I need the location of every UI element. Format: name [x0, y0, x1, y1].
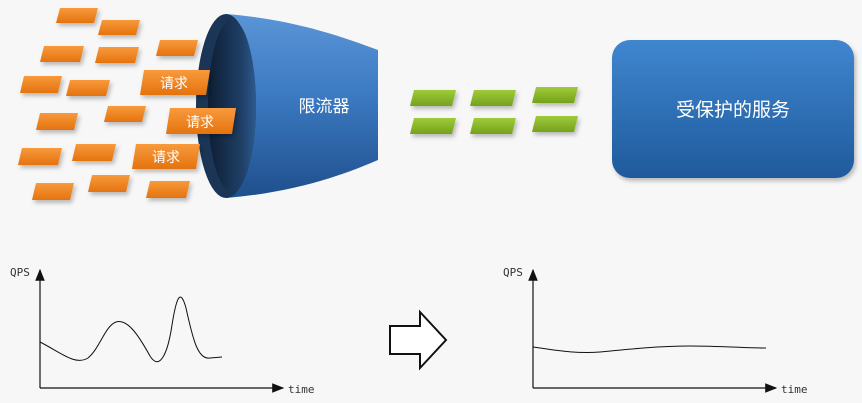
limiter-label: 限流器	[299, 97, 350, 117]
funnel-body	[226, 14, 378, 198]
request-block	[146, 181, 190, 198]
labeled-requests: 请求 请求 请求	[132, 70, 236, 169]
request-block	[66, 80, 110, 96]
passed-block	[532, 87, 578, 103]
request-entering-2: 请求	[166, 108, 236, 134]
chart-before: QPS time	[10, 266, 315, 396]
qps-curve-stable	[532, 345, 767, 354]
request-block	[56, 8, 98, 23]
request-entering-3: 请求	[132, 144, 200, 169]
request-block	[40, 46, 84, 62]
request-block	[72, 144, 116, 161]
right-arrow-icon	[389, 309, 448, 371]
request-label: 请求	[152, 150, 180, 166]
request-block	[104, 106, 146, 122]
request-block	[20, 76, 62, 93]
protected-service: 受保护的服务	[612, 40, 854, 178]
request-block	[98, 20, 140, 35]
passed-block	[410, 90, 456, 106]
request-label: 请求	[186, 115, 214, 131]
limiter-funnel: 限流器	[196, 14, 378, 198]
passed-block	[410, 118, 456, 134]
incoming-requests	[18, 8, 198, 200]
request-block	[88, 175, 130, 192]
service-box	[612, 40, 854, 178]
y-axis-label: QPS	[503, 266, 523, 279]
passed-block	[532, 116, 578, 132]
passed-block	[470, 90, 516, 106]
request-block	[156, 40, 198, 56]
x-axis-label: time	[781, 383, 808, 396]
request-label: 请求	[160, 76, 188, 92]
request-block	[32, 183, 74, 200]
qps-curve-unstable	[39, 296, 223, 363]
request-entering-1: 请求	[140, 70, 210, 95]
request-block	[18, 148, 62, 165]
x-axis-label: time	[288, 383, 315, 396]
funnel-mouth	[208, 20, 256, 192]
service-label: 受保护的服务	[676, 99, 790, 121]
request-block	[36, 113, 78, 130]
chart-after: QPS time	[503, 266, 808, 396]
passed-block	[470, 118, 516, 134]
passed-requests	[410, 87, 578, 134]
request-block	[95, 47, 139, 63]
y-axis-label: QPS	[10, 266, 30, 279]
